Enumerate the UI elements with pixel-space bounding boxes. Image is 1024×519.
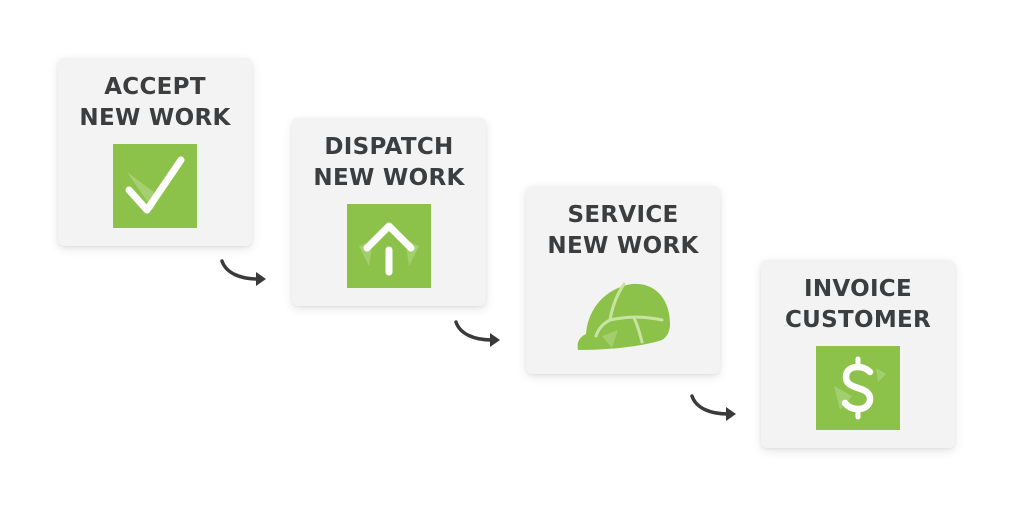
flow-arrow-icon [218, 257, 270, 287]
step-title: INVOICE CUSTOMER [761, 274, 955, 336]
step-title-line-1: DISPATCH [324, 134, 454, 160]
step-title-line-2: NEW WORK [313, 165, 465, 191]
up-arrow-icon [347, 204, 431, 288]
flow-arrow-icon [688, 392, 740, 422]
dollar-sign-icon [816, 346, 900, 430]
step-title-line-2: NEW WORK [79, 105, 231, 131]
step-title-line-1: ACCEPT [104, 74, 206, 100]
step-title-line-2: NEW WORK [547, 233, 699, 259]
flow-arrow-icon [452, 318, 504, 348]
step-title-line-1: INVOICE [803, 276, 912, 302]
step-card-accept-new-work: ACCEPT NEW WORK [58, 58, 252, 246]
hard-hat-icon [572, 274, 676, 356]
step-card-service-new-work: SERVICE NEW WORK [526, 186, 720, 374]
checkmark-icon [113, 144, 197, 228]
step-card-invoice-customer: INVOICE CUSTOMER [761, 260, 955, 448]
step-title: ACCEPT NEW WORK [58, 72, 252, 134]
step-title-line-1: SERVICE [567, 202, 679, 228]
step-title-line-2: CUSTOMER [784, 307, 932, 333]
step-title: DISPATCH NEW WORK [292, 132, 486, 194]
step-card-dispatch-new-work: DISPATCH NEW WORK [292, 118, 486, 306]
step-title: SERVICE NEW WORK [526, 200, 720, 262]
